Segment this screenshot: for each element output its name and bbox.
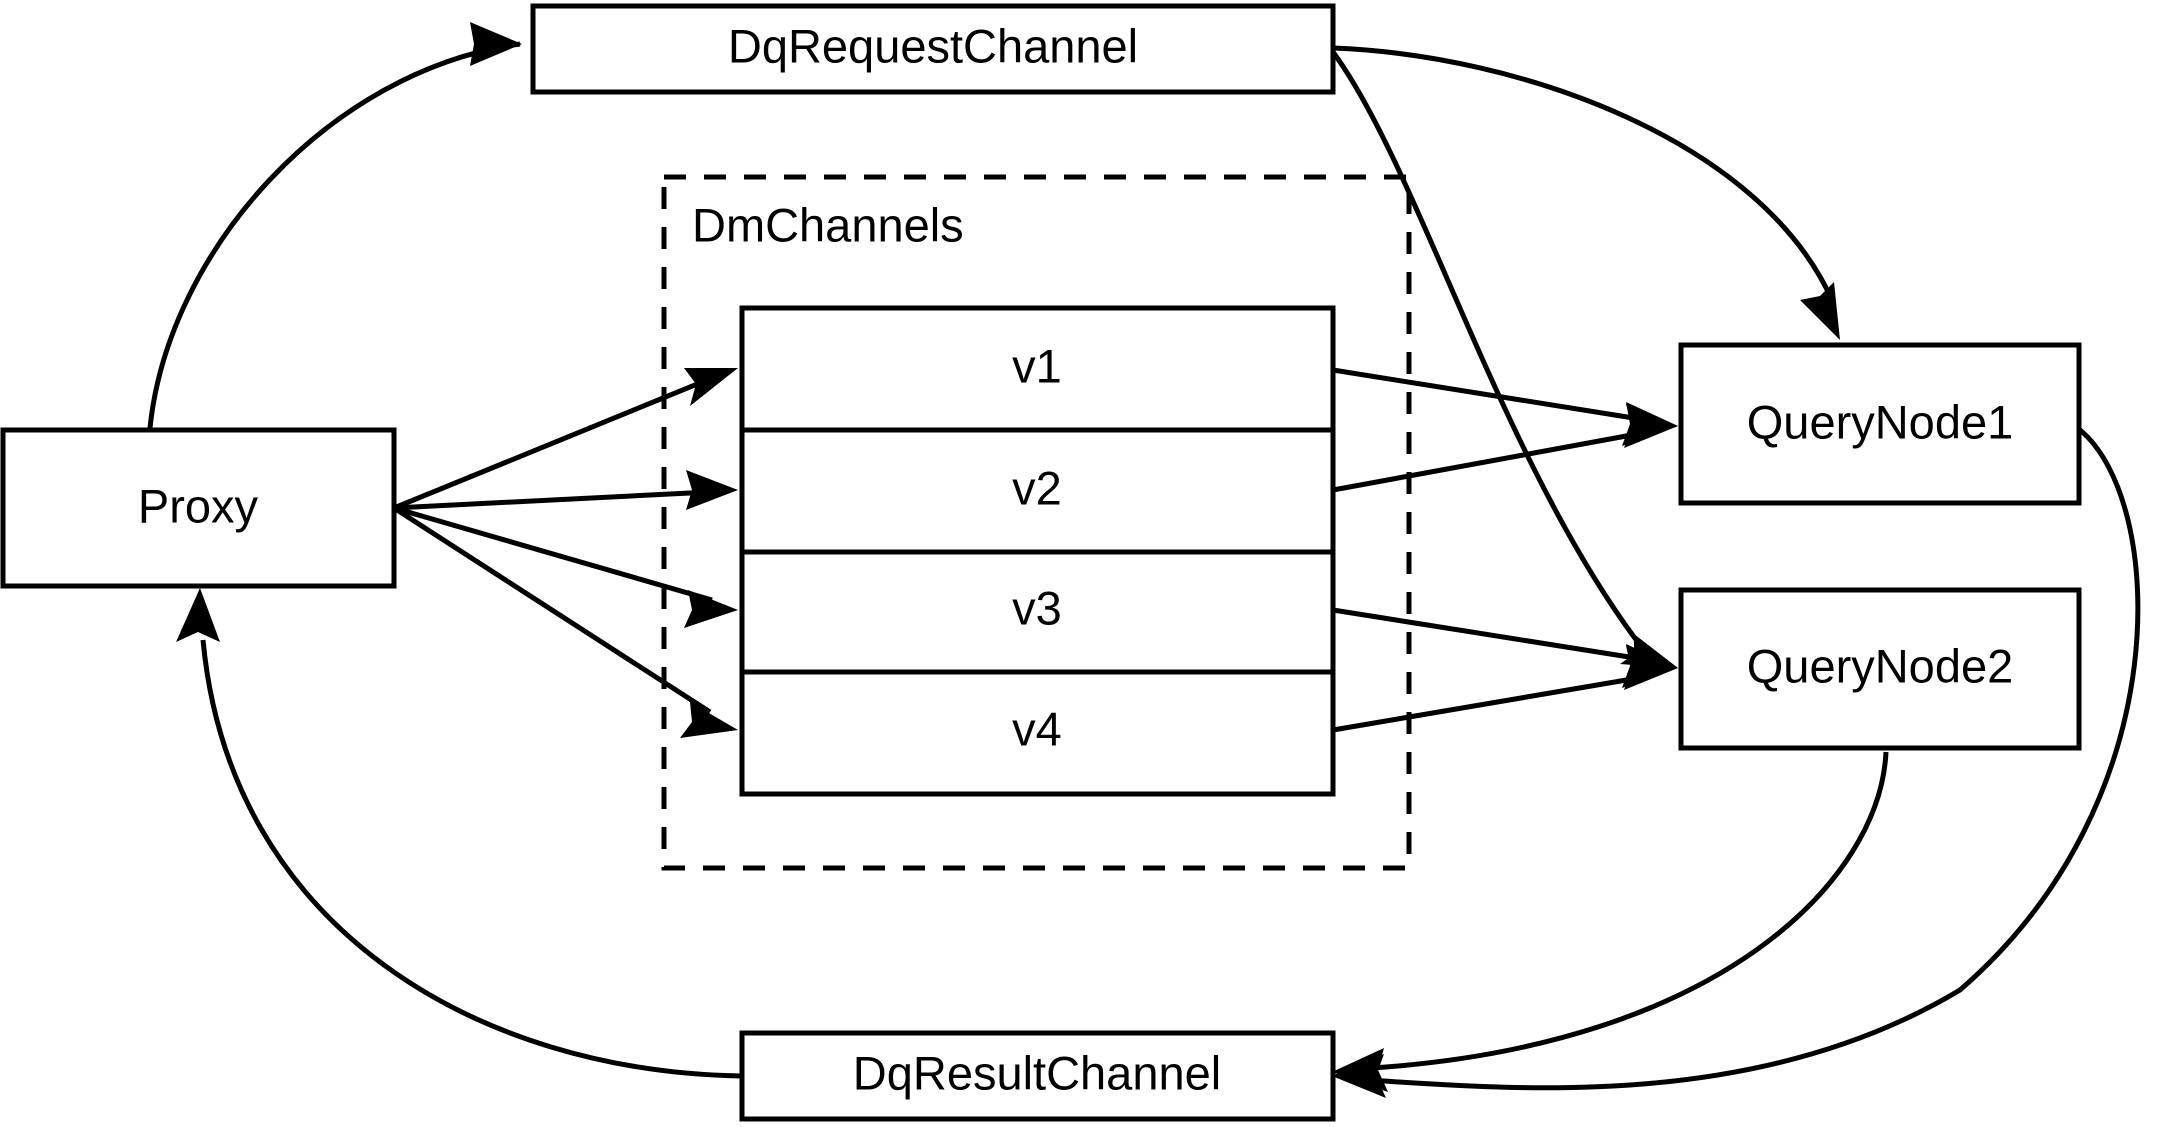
edge-proxy-to-v1	[393, 368, 738, 511]
proxy-label: Proxy	[138, 479, 259, 532]
edge-proxy-to-v3	[393, 505, 738, 628]
edge-dqrequestchannel-to-querynode1	[1332, 45, 1840, 340]
edge-proxy-to-v4	[392, 505, 738, 738]
node-proxy[interactable]: Proxy	[0, 427, 397, 589]
node-dq-request-channel[interactable]: DqRequestChannel	[530, 3, 1336, 95]
arrowhead-icon	[1624, 404, 1678, 448]
query-node-2-label: QueryNode2	[1747, 639, 2014, 692]
edge-v4-to-querynode2	[1332, 646, 1678, 733]
query-node-1-box[interactable]	[1678, 342, 2082, 506]
channel-row-v3-label: v3	[1012, 581, 1062, 634]
edge-v3-to-querynode2	[1332, 607, 1678, 688]
group-dm-channels: DmChannels	[661, 174, 1412, 871]
arrowhead-icon	[1624, 646, 1678, 690]
node-query-node-1[interactable]: QueryNode1	[1678, 342, 2082, 506]
query-node-2-box[interactable]	[1678, 587, 2082, 751]
dm-channels-dashed-box	[661, 174, 1412, 871]
edge-proxy-to-dqrequestchannel	[147, 22, 522, 429]
arrowhead-icon	[1800, 282, 1840, 340]
edge-querynode2-to-dqresultchannel	[1332, 751, 1889, 1092]
dq-result-channel-label: DqResultChannel	[853, 1046, 1221, 1099]
arrowhead-icon	[680, 702, 738, 738]
arrowhead-icon	[176, 588, 220, 642]
arrowhead-icon	[1332, 1048, 1388, 1092]
edge-dqrequestchannel-to-querynode2	[1330, 50, 1678, 668]
channel-row-v4-label: v4	[1012, 702, 1062, 755]
arrowhead-icon	[470, 22, 522, 66]
node-dq-result-channel[interactable]: DqResultChannel	[739, 1030, 1336, 1122]
proxy-box[interactable]	[0, 427, 397, 589]
node-query-node-2[interactable]: QueryNode2	[1678, 587, 2082, 751]
dq-request-channel-label: DqRequestChannel	[728, 19, 1138, 72]
channel-row-v2-label: v2	[1012, 461, 1062, 514]
arrowhead-icon	[684, 590, 738, 628]
query-node-1-label: QueryNode1	[1747, 395, 2014, 448]
edge-v2-to-querynode1	[1332, 404, 1678, 493]
channel-rows-table: v1 v2 v3 v4	[739, 305, 1336, 797]
dm-channels-label: DmChannels	[692, 198, 964, 251]
channel-row-v1-label: v1	[1012, 339, 1062, 392]
edge-proxy-to-v2	[393, 470, 738, 511]
arrowhead-icon	[684, 368, 738, 406]
edge-dqresultchannel-to-proxy	[176, 588, 743, 1079]
edge-querynode1-to-dqresultchannel	[1332, 428, 2141, 1098]
arrowhead-icon	[686, 470, 738, 510]
dq-request-channel-box[interactable]	[530, 3, 1336, 95]
dq-result-channel-box[interactable]	[739, 1030, 1336, 1122]
